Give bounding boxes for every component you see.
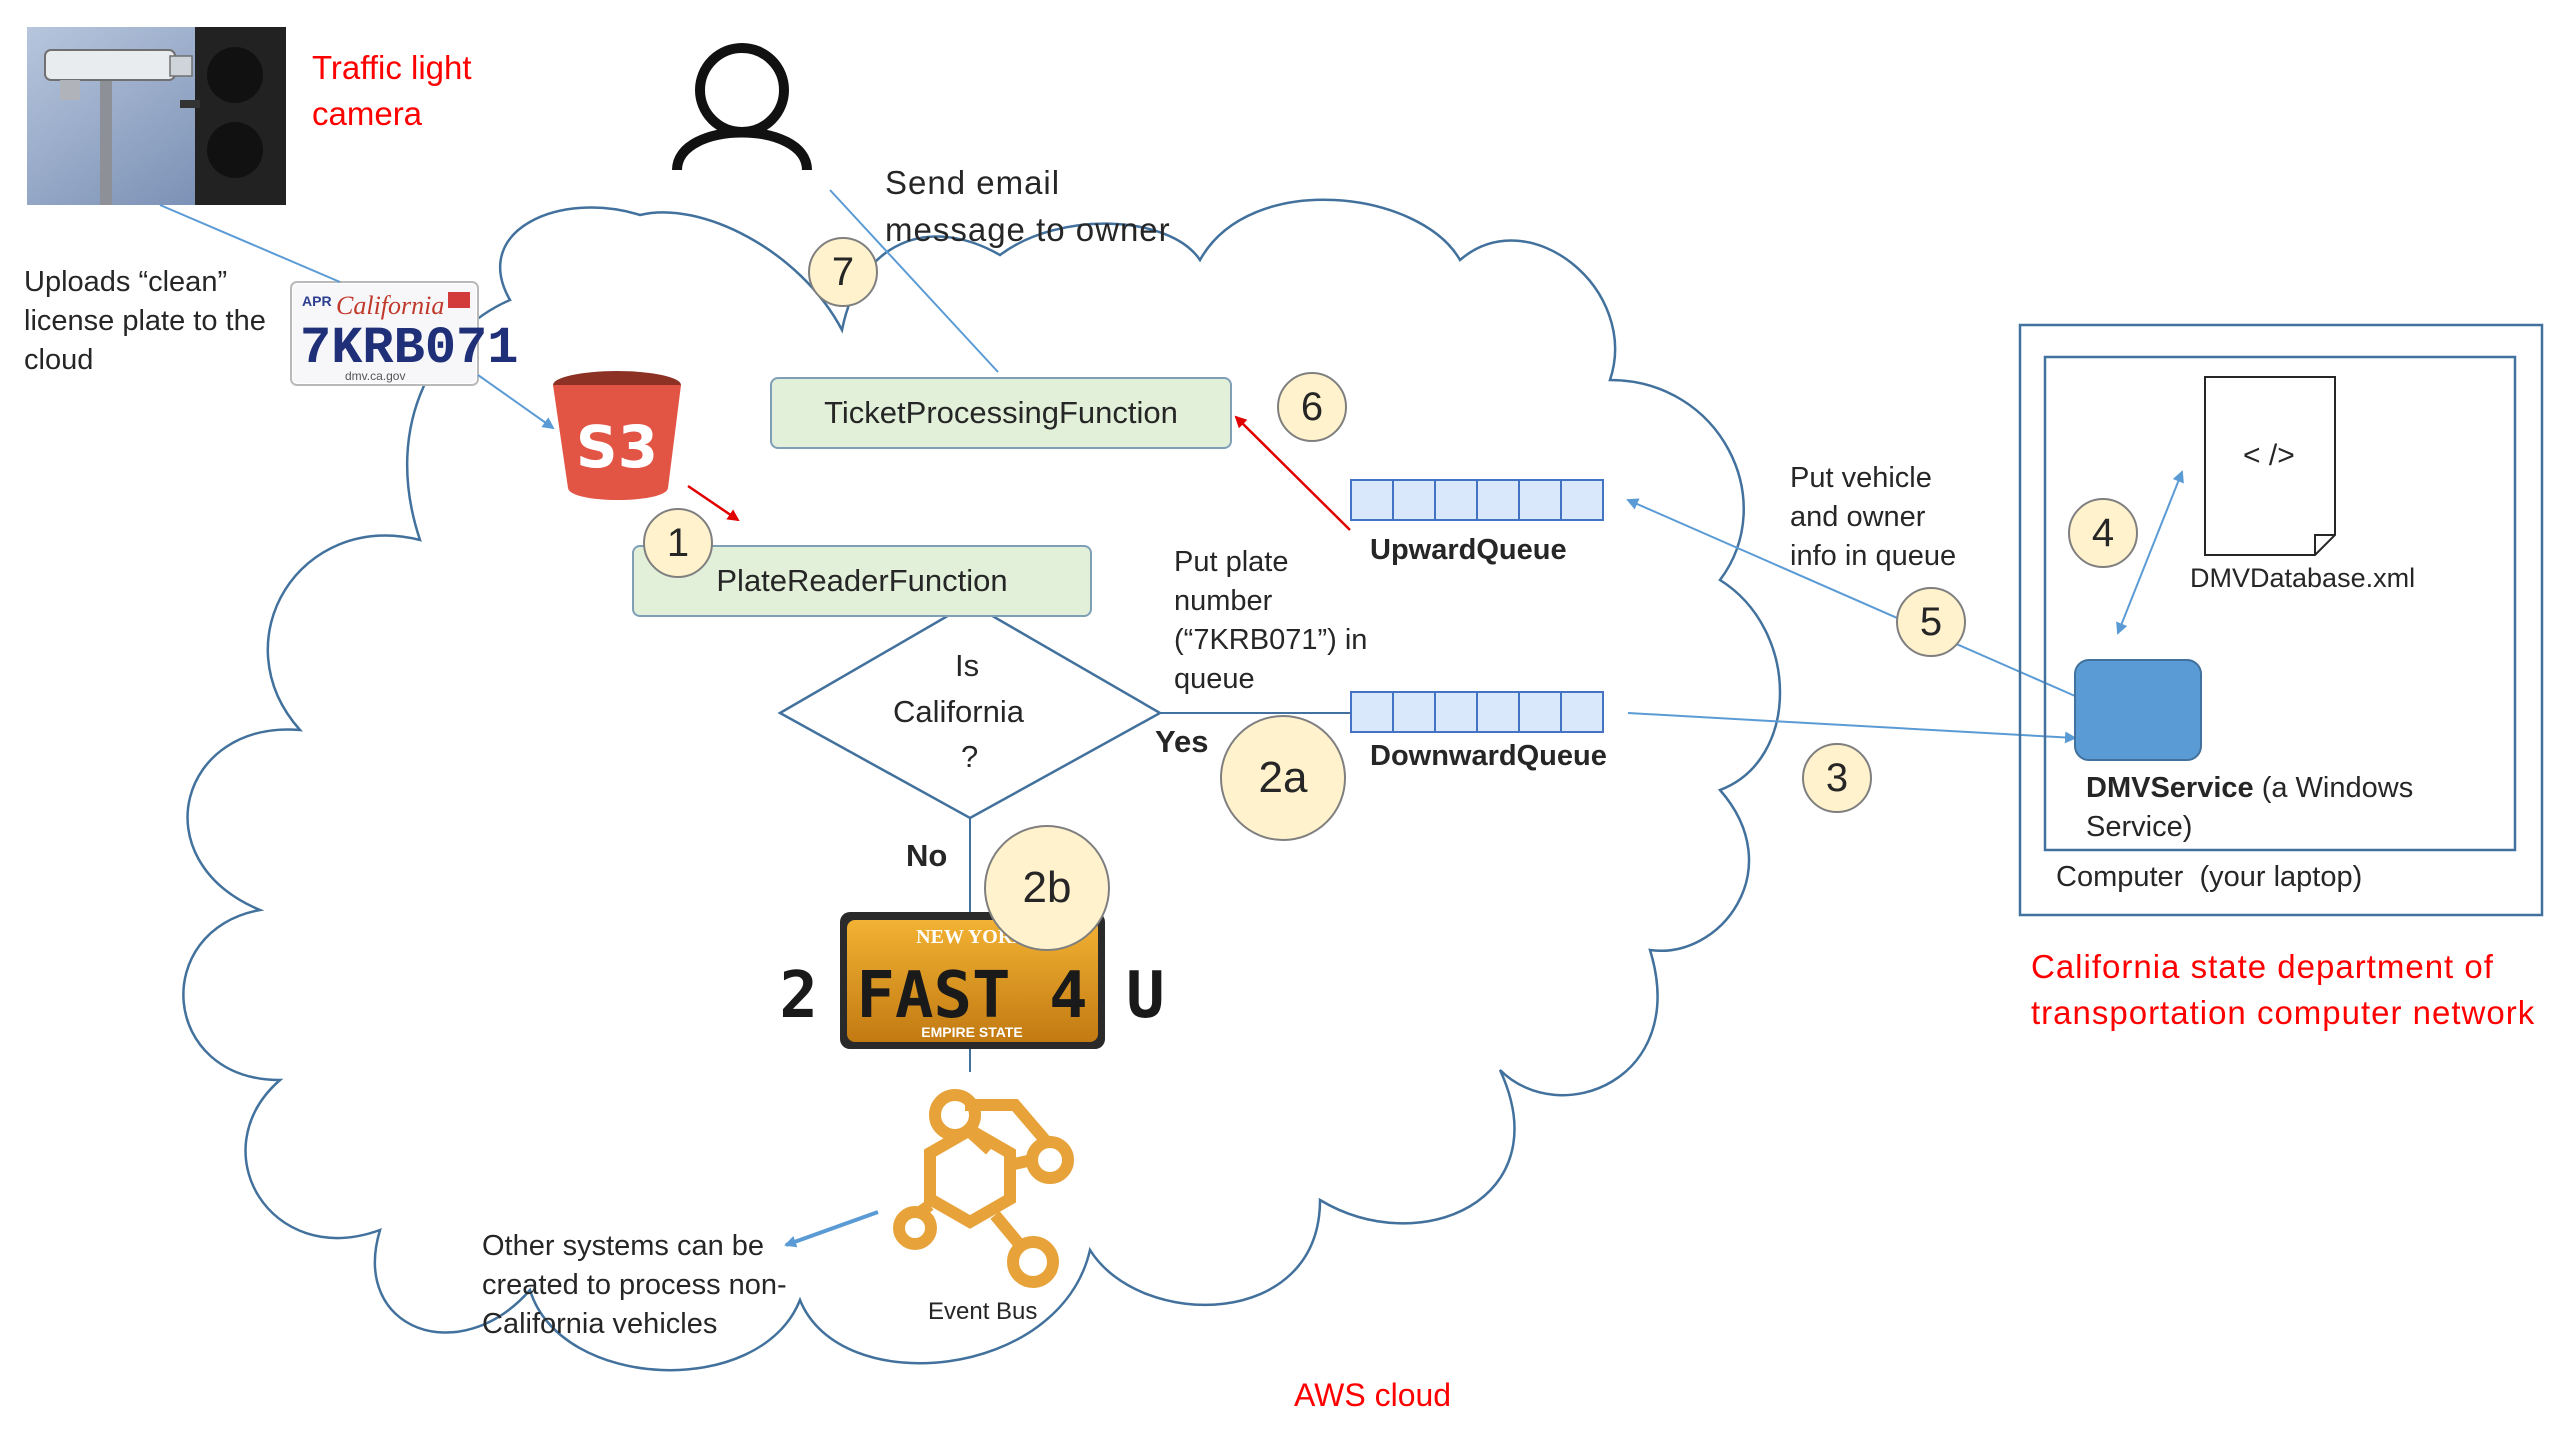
upload-note-line3: cloud <box>24 344 94 376</box>
dmv-service-icon <box>2074 659 2202 761</box>
ca-plate-month: APR <box>302 293 332 309</box>
step-2a-badge: 2a <box>1220 715 1346 841</box>
other-note-line2: created to process non- <box>482 1269 787 1301</box>
decision-no: No <box>906 838 948 873</box>
xml-file-name: DMVDatabase.xml <box>2190 563 2416 593</box>
other-note-line1: Other systems can be <box>482 1230 765 1262</box>
queue-cell <box>1350 691 1394 733</box>
step-3-badge: 3 <box>1802 743 1872 813</box>
dmv-network-box <box>2018 323 2544 917</box>
decision-line2: California <box>893 694 1024 729</box>
queue-cell <box>1434 479 1478 521</box>
dmv-service-suffix: (a Windows <box>2253 772 2414 804</box>
computer-label: Computer (your laptop) <box>2056 861 2363 893</box>
queue-cell <box>1350 479 1394 521</box>
upload-note-line2: license plate to the <box>24 305 266 337</box>
plate-note-line4: queue <box>1174 663 1255 695</box>
email-note-line1: Send email <box>885 164 1061 201</box>
ca-plate-state: California <box>336 291 444 320</box>
computer-box <box>2043 355 2517 852</box>
camera-label-line1: Traffic light <box>312 49 472 86</box>
queue-cell <box>1518 691 1562 733</box>
plate-note-line2: number <box>1174 585 1273 617</box>
ny-plate-number: 2 FAST 4 U <box>779 959 1164 1033</box>
downward-queue-label: DownwardQueue <box>1370 740 1607 772</box>
network-label-line1: California state department of <box>2031 948 2494 985</box>
camera-label-line2: camera <box>312 95 423 132</box>
queue-cell <box>1560 691 1604 733</box>
queue-cell <box>1518 479 1562 521</box>
decision-yes: Yes <box>1155 724 1209 759</box>
vehicle-note-line1: Put vehicle <box>1790 462 1932 494</box>
plate-note-line1: Put plate <box>1174 546 1289 578</box>
vehicle-note-line2: and owner <box>1790 501 1926 533</box>
vehicle-note-line3: info in queue <box>1790 540 1957 572</box>
queue-cell <box>1434 691 1478 733</box>
plate-reader-label: PlateReaderFunction <box>716 563 1008 598</box>
step-7-badge: 7 <box>808 237 878 307</box>
email-note-line2: message to owner <box>885 211 1171 248</box>
dmv-service-label: DMVService (a Windows <box>2086 768 2413 808</box>
decision-line1: Is <box>955 648 980 683</box>
decision-line3: ? <box>961 739 979 774</box>
downward-queue <box>1350 691 1604 733</box>
plate-note-line3: (“7KRB071”) in <box>1174 624 1368 656</box>
california-plate-image: APR California 7KRB071 dmv.ca.gov <box>290 281 518 386</box>
xml-file-icon <box>2204 376 2336 556</box>
person-icon <box>672 43 812 171</box>
ca-plate-footer: dmv.ca.gov <box>345 369 405 383</box>
ny-plate-footer: EMPIRE STATE <box>921 1024 1022 1040</box>
ticket-processing-function[interactable]: TicketProcessingFunction <box>770 377 1232 449</box>
aws-cloud-shape <box>182 198 1782 1372</box>
queue-cell <box>1560 479 1604 521</box>
event-bus-icon <box>893 1089 1074 1288</box>
upward-queue <box>1350 479 1604 521</box>
step-6-badge: 6 <box>1277 372 1347 442</box>
queue-cell <box>1392 691 1436 733</box>
queue-cell <box>1476 479 1520 521</box>
ticket-function-label: TicketProcessingFunction <box>824 395 1178 430</box>
upward-queue-label: UpwardQueue <box>1370 534 1567 566</box>
queue-cell <box>1392 479 1436 521</box>
s3-label: S3 <box>576 413 658 481</box>
connectors <box>159 189 2184 1248</box>
event-bus-label: Event Bus <box>928 1298 1038 1325</box>
dmv-service-name: DMVService <box>2086 772 2254 804</box>
ca-plate-number: 7KRB071 <box>300 319 518 378</box>
other-note-line3: California vehicles <box>482 1308 718 1340</box>
dmv-service-line2: Service) <box>2086 811 2193 843</box>
upload-note-line1: Uploads “clean” <box>24 266 228 298</box>
aws-cloud-label: AWS cloud <box>1294 1377 1452 1413</box>
queue-cell <box>1476 691 1520 733</box>
ny-plate-state: NEW YORK <box>916 926 1028 948</box>
step-2b-badge: 2b <box>984 825 1110 951</box>
xml-file-symbol: < /> <box>2243 439 2295 472</box>
step-5-badge: 5 <box>1896 587 1966 657</box>
network-label-line2: transportation computer network <box>2031 994 2536 1031</box>
s3-bucket-icon: S3 <box>553 371 681 500</box>
step-1-badge: 1 <box>643 508 713 578</box>
new-york-plate-image: NEW YORK 2 FAST 4 U EMPIRE STATE <box>779 912 1165 1049</box>
step-4-badge: 4 <box>2068 498 2138 568</box>
traffic-camera-image <box>27 27 286 205</box>
